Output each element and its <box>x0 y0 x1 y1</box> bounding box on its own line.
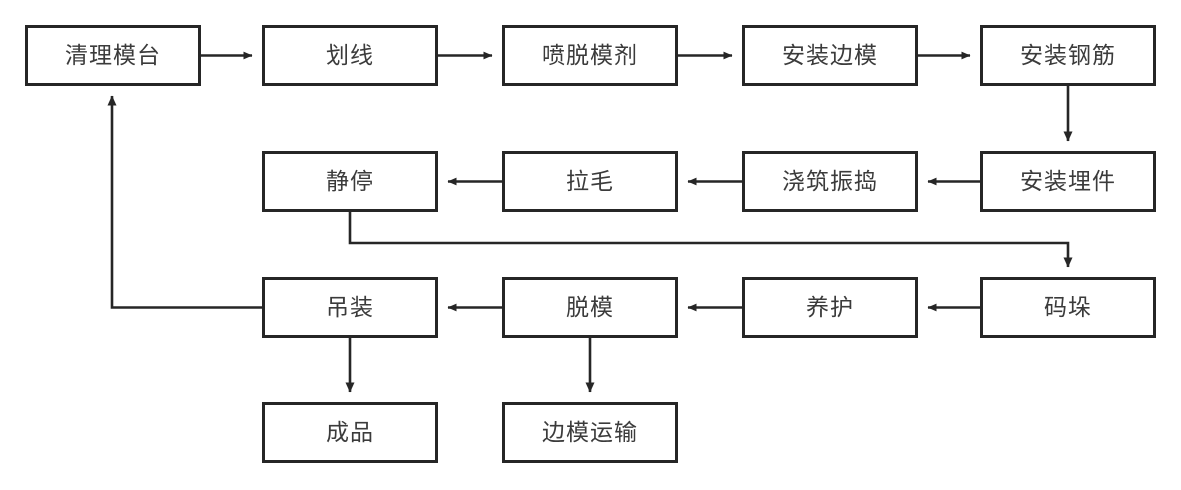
node-lamao[interactable]: 拉毛 <box>502 151 678 212</box>
node-chengpin[interactable]: 成品 <box>262 402 438 463</box>
node-yanghu[interactable]: 养护 <box>742 277 918 338</box>
node-bianmoyunshu[interactable]: 边模运输 <box>502 402 678 463</box>
node-anzhuanggangjin[interactable]: 安装钢筋 <box>980 25 1156 86</box>
node-label: 划线 <box>326 42 374 68</box>
node-label: 拉毛 <box>566 168 614 194</box>
edge-diaozhuang-to-qinglimotai-feedback <box>107 95 262 309</box>
node-label: 码垛 <box>1044 294 1092 320</box>
node-maduo[interactable]: 码垛 <box>980 277 1156 338</box>
node-label: 边模运输 <box>542 419 638 445</box>
node-label: 成品 <box>326 419 374 445</box>
node-label: 养护 <box>806 294 854 320</box>
node-anzhuangmaijian[interactable]: 安装埋件 <box>980 151 1156 212</box>
node-anzhuangbianmo[interactable]: 安装边模 <box>742 25 918 86</box>
node-diaozhuang[interactable]: 吊装 <box>262 277 438 338</box>
node-label: 喷脱模剂 <box>542 42 638 68</box>
node-tuomo[interactable]: 脱模 <box>502 277 678 338</box>
node-label: 脱模 <box>566 294 614 320</box>
node-label: 安装边模 <box>782 42 878 68</box>
node-label: 安装埋件 <box>1020 168 1116 194</box>
node-label: 吊装 <box>326 294 374 320</box>
node-pentuomoji[interactable]: 喷脱模剂 <box>502 25 678 86</box>
node-label: 静停 <box>326 168 374 194</box>
node-label: 浇筑振捣 <box>782 168 878 194</box>
node-label: 清理模台 <box>65 42 161 68</box>
node-huaxian[interactable]: 划线 <box>262 25 438 86</box>
node-label: 安装钢筋 <box>1020 42 1116 68</box>
node-jingting[interactable]: 静停 <box>262 151 438 212</box>
edge-jingting-to-maduo <box>348 212 1073 268</box>
node-qinglimotai[interactable]: 清理模台 <box>25 25 201 86</box>
node-jiaozhuzhendao[interactable]: 浇筑振捣 <box>742 151 918 212</box>
